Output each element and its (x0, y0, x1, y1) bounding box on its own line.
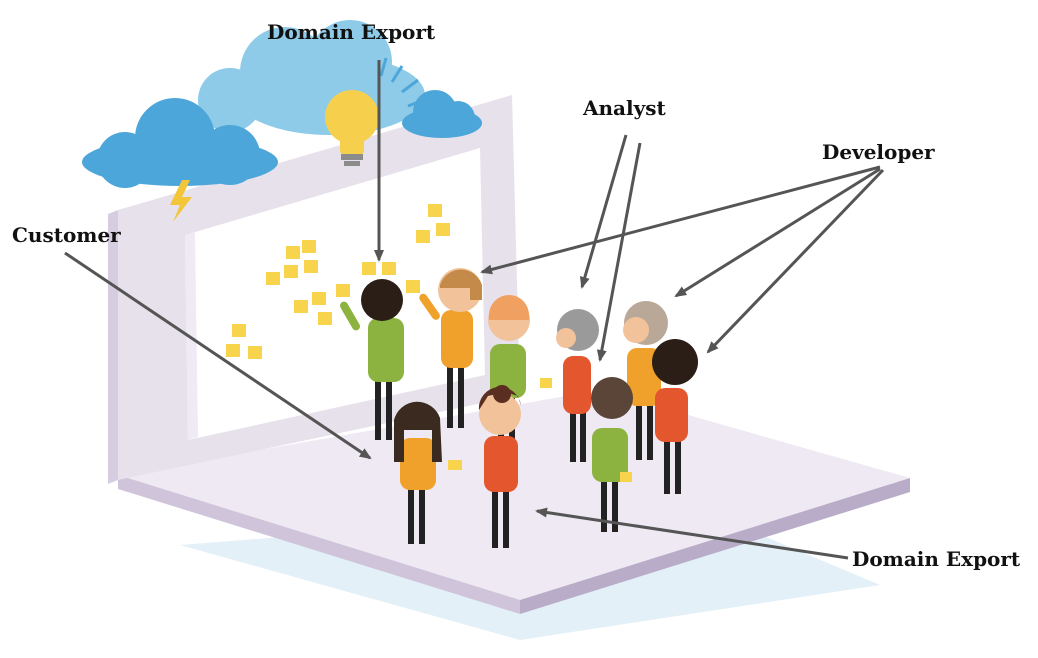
person-icon (340, 279, 404, 440)
label-domain-export-bottom: Domain Export (852, 547, 1021, 571)
arrow-developer-3 (706, 168, 885, 354)
laptop-base (118, 390, 910, 600)
laptop-base-edge-right (520, 478, 910, 614)
cloud-icon (82, 98, 278, 188)
sticky-note-icon (266, 272, 280, 285)
arrow-developer-2 (674, 167, 881, 298)
sticky-note-icon (382, 262, 396, 275)
sticky-note-icon (232, 324, 246, 337)
person-icon (540, 309, 599, 462)
label-developer: Developer (822, 140, 935, 164)
sticky-note-icon (226, 344, 240, 357)
person-icon (652, 339, 698, 494)
laptop-screen (185, 148, 485, 440)
arrow-analyst-2 (596, 142, 642, 362)
person-icon (591, 377, 633, 532)
person-icon (419, 268, 482, 428)
sticky-note-icon (436, 223, 450, 236)
sticky-note-icon (318, 312, 332, 325)
sticky-note-icon (248, 346, 262, 359)
sticky-note-icon (416, 230, 430, 243)
arrow-domain-export-bottom (535, 507, 849, 560)
label-customer: Customer (12, 223, 121, 247)
sticky-notes (226, 204, 450, 359)
person-icon (394, 401, 462, 544)
sticky-note-icon (284, 265, 298, 278)
sticky-note-icon (406, 280, 420, 293)
sticky-note-icon (304, 260, 318, 273)
laptop-screen-frame-side (108, 210, 118, 484)
label-analyst: Analyst (583, 96, 666, 120)
laptop-screen-shade (185, 232, 198, 440)
laptop-base-edge (118, 475, 520, 614)
sticky-note-icon (294, 300, 308, 313)
arrow-customer (64, 251, 372, 460)
lightbulb-icon (325, 57, 425, 166)
label-domain-export-top: Domain Export (267, 20, 436, 44)
sticky-note-icon (336, 284, 350, 297)
lightning-icon (170, 180, 192, 222)
person-icon (478, 385, 521, 548)
sticky-note-icon (362, 262, 376, 275)
sticky-note-icon (428, 204, 442, 217)
arrow-developer-1 (480, 165, 881, 275)
sticky-note-icon (286, 246, 300, 259)
sticky-note-icon (302, 240, 316, 253)
arrow-analyst-1 (579, 134, 628, 289)
sticky-note-icon (312, 292, 326, 305)
